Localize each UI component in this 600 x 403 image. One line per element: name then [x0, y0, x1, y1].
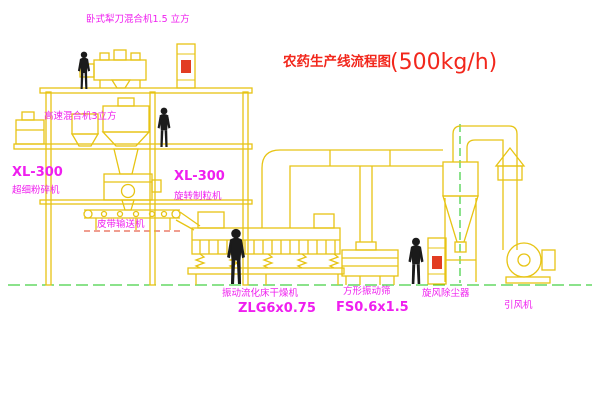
pulverizer: [15, 111, 45, 145]
vent-cap: [494, 146, 526, 181]
vibrating-sieve: [341, 241, 399, 285]
worker-figure-ground-left: [227, 228, 245, 284]
label-dryer-name: 振动流化床干燥机: [222, 287, 299, 299]
label-pulverizer-model: XL-300: [12, 165, 63, 180]
discharge-chute: [113, 148, 139, 175]
label-belt-conveyor: 皮带输送机: [97, 218, 145, 230]
label-horizontal-mixer: 卧式犁刀混合机1.5 立方: [86, 13, 190, 25]
diagram-title: 农药生产线流程图: [282, 53, 391, 70]
control-cabinet-upper: [176, 43, 196, 89]
belt-conveyor: [83, 209, 201, 231]
label-dryer-model: ZLG6x0.75: [238, 301, 316, 316]
label-sieve-model: FS0.6x1.5: [336, 300, 409, 315]
label-granulator-model: XL-300: [174, 169, 225, 184]
horizontal-mixer: [79, 49, 147, 89]
high-speed-mixer: [101, 97, 151, 147]
rotary-granulator: [103, 173, 162, 211]
feed-hopper: [70, 113, 100, 147]
fan-duct: [452, 125, 518, 250]
label-cyclone-name: 旋风除尘器: [422, 287, 470, 299]
label-high-speed-mixer: 高速混合机3立方: [44, 110, 117, 122]
worker-figure-second-floor: [157, 107, 171, 147]
diagram-capacity: (500kg/h): [390, 50, 497, 75]
cyclone-separator: [442, 161, 479, 282]
control-cabinet-lower: [427, 237, 447, 285]
label-sieve-name: 方形振动筛: [343, 285, 391, 297]
label-pulverizer-name: 超细粉碎机: [12, 184, 60, 196]
label-fan-name: 引风机: [504, 299, 533, 311]
induced-draft-fan: [505, 242, 556, 284]
ground-centerline: [8, 124, 592, 286]
worker-figure-top-floor: [77, 51, 91, 89]
label-granulator-name: 旋转制粒机: [174, 190, 222, 202]
fluid-bed-dryer: [187, 211, 345, 285]
worker-figure-ground-right: [408, 237, 424, 284]
exhaust-duct: [261, 149, 443, 242]
